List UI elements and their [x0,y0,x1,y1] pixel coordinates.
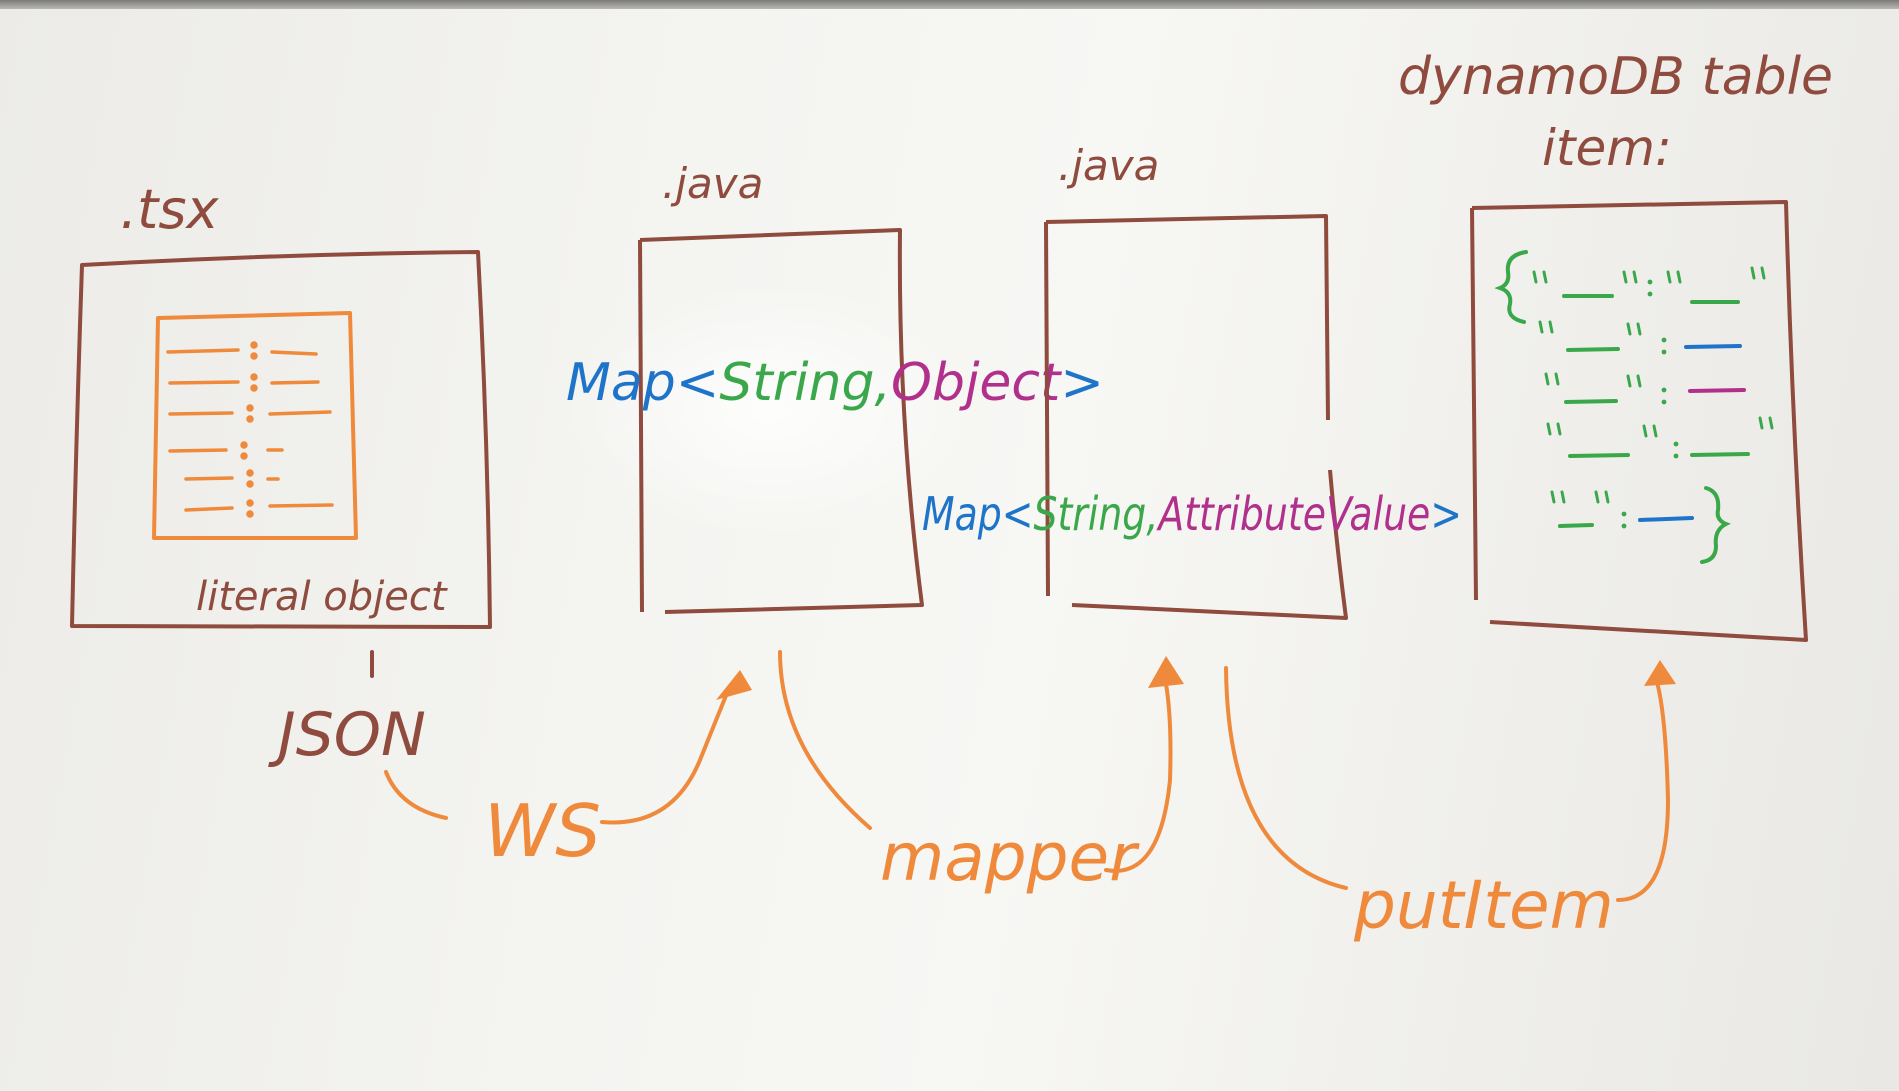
java-box-1 [638,228,924,614]
map-object-prefix: Map< [566,353,719,413]
json-label: JSON [268,700,426,770]
dynamo-item-content [1494,250,1774,564]
dynamo-title-line1: dynamoDB table [1398,47,1833,107]
map-attr-key-type: String [1033,487,1146,541]
mapper-label: mapper [880,819,1140,896]
mapper-arrow-head [1148,656,1184,688]
mapper-arrow [778,650,1173,873]
map-object-key-type: String [719,353,874,413]
put-item-arrow-head [1644,660,1676,686]
map-attr-prefix: Map< [922,487,1033,541]
ws-arrow-head [716,670,752,700]
dynamo-item-box [1470,200,1808,642]
java-label-2: .java [1058,141,1159,190]
map-attr-comma: , [1146,487,1158,541]
ws-label: WS [484,789,601,873]
map-object-comma: , [875,353,892,413]
map-object-type: Map<String,Object> [566,353,1104,413]
java-box-2 [1044,214,1348,620]
map-attr-suffix: > [1430,487,1462,541]
put-item-label: putItem [1353,867,1614,944]
ws-arrow [384,684,732,825]
literal-object-box [152,311,358,540]
map-object-value-type: Object [891,353,1062,413]
put-item-arrow [1224,666,1670,902]
whiteboard-top-edge [0,0,1899,9]
map-object-suffix: > [1060,353,1104,413]
tsx-label: .tsx [120,178,219,241]
literal-object-label: literal object [196,574,448,620]
literal-object-lines [166,341,334,518]
map-attribute-type: Map<String,AttributeValue> [922,487,1462,541]
java-label-1: .java [662,159,763,208]
dynamo-title-line2: item: [1542,119,1672,177]
map-attr-value-type: AttributeValue [1156,487,1430,541]
tsx-box [70,250,492,629]
